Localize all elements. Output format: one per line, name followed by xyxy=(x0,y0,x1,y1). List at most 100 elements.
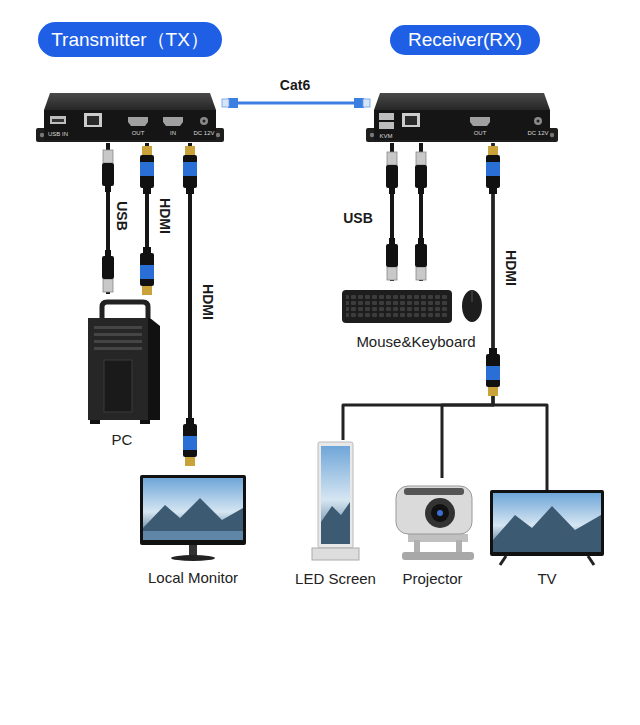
screw-hole xyxy=(550,133,554,137)
tv xyxy=(490,490,604,565)
projector-top xyxy=(404,488,464,495)
projector-leg xyxy=(414,540,420,554)
usb-port-slot xyxy=(52,119,64,122)
cable-connector xyxy=(493,143,547,490)
local-monitor xyxy=(140,475,246,561)
led-display xyxy=(321,446,350,544)
tv-box: TV xyxy=(490,490,604,562)
cable-label: HDMI xyxy=(157,198,173,234)
device-caption: TV xyxy=(490,570,604,588)
hdmi-port xyxy=(470,117,490,126)
projector-lens-glass xyxy=(437,510,443,516)
peripheral-box: Mouse&Keyboard xyxy=(342,281,490,327)
cable-label: HDMI xyxy=(200,284,216,320)
tower-foot xyxy=(90,420,100,424)
receiver-box: Receiver(RX) xyxy=(370,93,555,143)
mouse xyxy=(462,290,482,322)
projector-body xyxy=(396,486,472,534)
screen-water xyxy=(143,531,243,540)
transmitter-device xyxy=(36,93,224,142)
hdmi-plug xyxy=(486,146,500,194)
projector-mount xyxy=(408,534,468,542)
transmitter-box: Transmitter（TX） xyxy=(40,93,222,143)
dc-jack xyxy=(200,117,208,125)
hdmi-plug xyxy=(486,348,500,396)
led-frame xyxy=(318,442,353,548)
usb-plug xyxy=(415,238,427,280)
device-top xyxy=(374,93,550,110)
tower-vent xyxy=(94,340,142,343)
projector-stand xyxy=(402,552,474,560)
mouse-split xyxy=(472,291,473,302)
receiver-device xyxy=(366,93,558,142)
mounting-flange xyxy=(366,128,558,142)
dc-jack-pin xyxy=(203,120,206,123)
screen-mountains xyxy=(493,506,601,552)
keyboard-mouse xyxy=(342,290,482,323)
tower-panel xyxy=(104,360,132,412)
projector xyxy=(396,486,474,560)
hdmi-plug xyxy=(140,247,154,295)
usb-port xyxy=(50,116,66,124)
device-caption: Projector xyxy=(373,570,492,588)
device-front xyxy=(374,110,550,140)
tv-foot xyxy=(588,556,594,565)
led-base xyxy=(312,548,359,560)
cable-label: Cat6 xyxy=(280,77,310,93)
device-front xyxy=(44,110,216,140)
usb-port xyxy=(379,113,394,120)
cable-connector xyxy=(442,143,493,478)
screw-hole xyxy=(216,133,220,137)
screw-hole xyxy=(370,133,374,137)
cable-connector xyxy=(419,143,423,281)
cable-label: USB xyxy=(343,210,373,226)
tv-foot xyxy=(500,556,506,565)
tower-front xyxy=(88,318,148,420)
usb-plug xyxy=(102,150,114,192)
cable-label: USB xyxy=(114,201,130,231)
screen-mountains xyxy=(143,498,243,540)
dc-jack-pin xyxy=(537,120,540,123)
hdmi-plug xyxy=(183,146,197,194)
port-label: DC 12V xyxy=(527,130,548,136)
port-label: IN xyxy=(170,130,176,136)
dc-jack xyxy=(534,117,542,125)
projector-lens xyxy=(425,498,455,528)
rj45-port-slot xyxy=(87,116,99,125)
usb-plug xyxy=(415,152,427,194)
tv-bezel xyxy=(490,490,604,556)
port-label: DC 12V xyxy=(193,130,214,136)
usb-plug xyxy=(102,250,114,292)
monitor-bezel xyxy=(140,475,246,545)
port-label: OUT xyxy=(132,130,145,136)
rj45-plug xyxy=(354,98,370,108)
device-heading: Transmitter（TX） xyxy=(38,22,222,57)
port-label: OUT xyxy=(474,130,487,136)
cable-connector xyxy=(188,143,192,466)
device-top xyxy=(44,93,216,110)
rj45-plug xyxy=(222,98,238,108)
tower-side xyxy=(88,318,160,420)
keyboard xyxy=(342,290,452,323)
led-screen xyxy=(312,442,359,560)
projector-leg xyxy=(456,540,462,554)
projector-box: Projector xyxy=(393,478,472,562)
hdmi-plug xyxy=(140,146,154,194)
tower-handle xyxy=(102,302,148,318)
screen-mountains xyxy=(321,502,350,544)
cable-connector xyxy=(222,102,370,105)
device-caption: Mouse&Keyboard xyxy=(322,333,510,351)
device-heading: Receiver(RX) xyxy=(390,25,540,55)
device-caption: LED Screen xyxy=(282,570,389,588)
tower-vent xyxy=(94,333,142,336)
usb-port xyxy=(379,122,394,129)
device-caption: Local Monitor xyxy=(110,569,276,587)
screw-hole xyxy=(40,133,44,137)
monitor-screen xyxy=(143,478,243,540)
port-label: KVM xyxy=(379,133,392,139)
tv-screen xyxy=(493,493,601,552)
hdmi-plug xyxy=(183,418,197,466)
